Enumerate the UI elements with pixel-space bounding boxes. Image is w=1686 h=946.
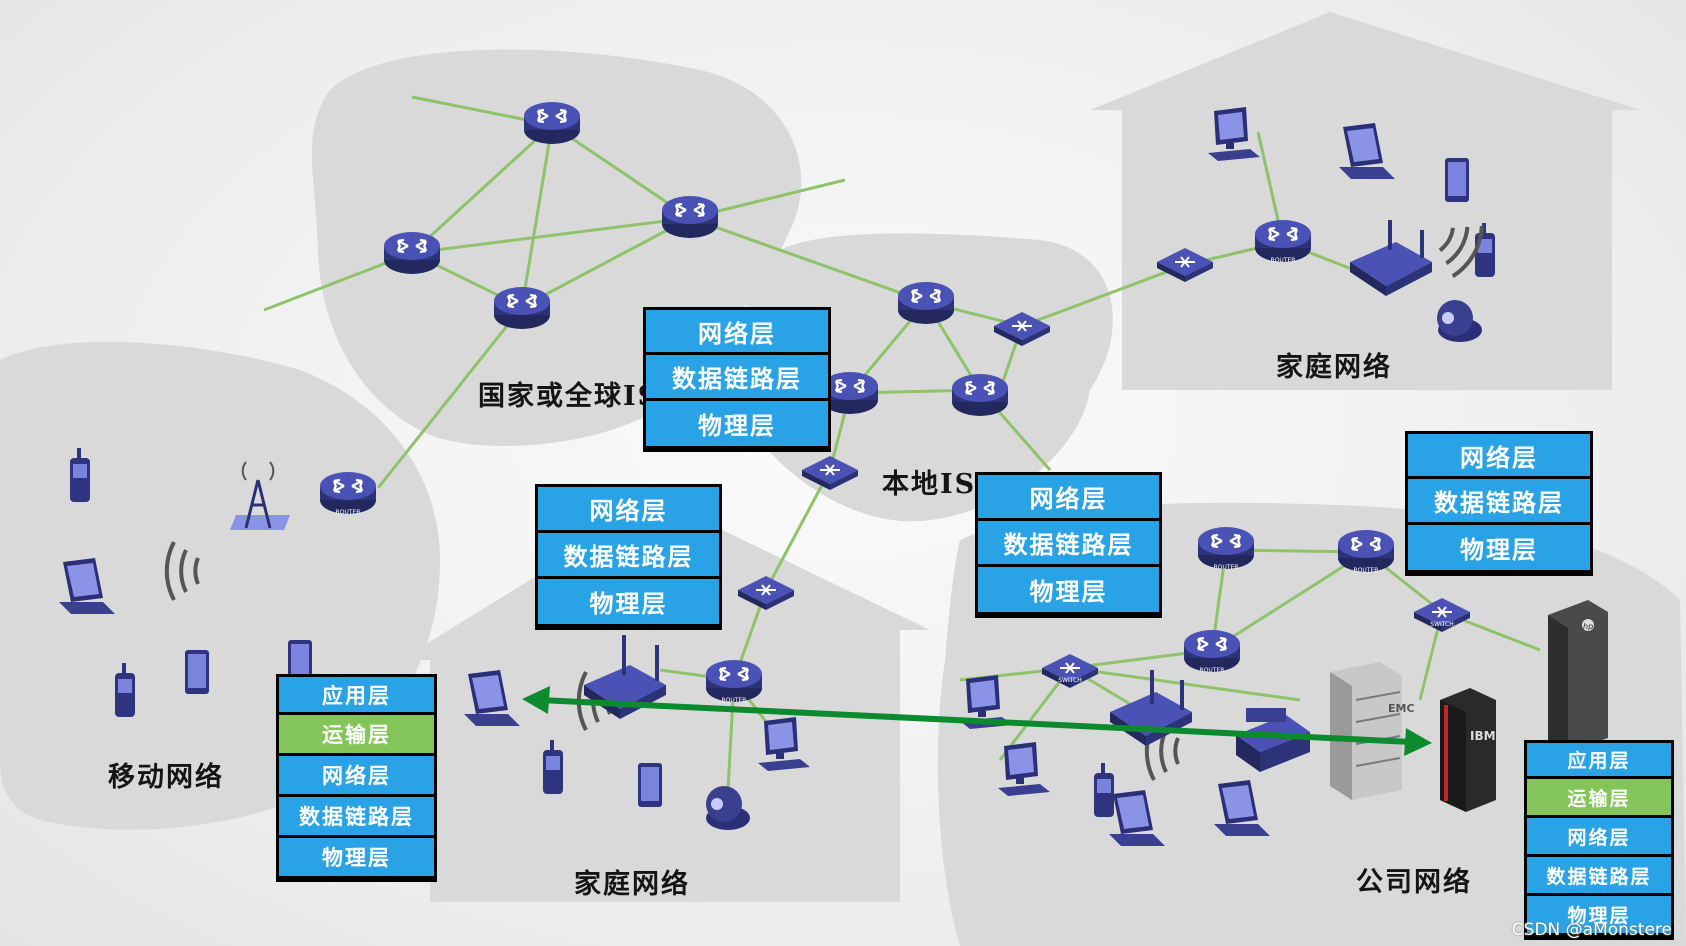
application-layer: 应用层 bbox=[279, 677, 434, 715]
hp-server-icon: hp bbox=[1548, 600, 1608, 752]
webcam-icon bbox=[1437, 300, 1482, 342]
router-icon bbox=[1182, 628, 1242, 674]
switch-tags: SWITCH SWITCH bbox=[1058, 621, 1454, 684]
data-link-layer: 数据链路层 bbox=[279, 797, 434, 838]
data-link-layer: 数据链路层 bbox=[1408, 479, 1590, 525]
end-to-end-arrow bbox=[522, 686, 1432, 756]
router-tag: ROUTER bbox=[1200, 667, 1225, 674]
webcam-icon bbox=[706, 786, 750, 830]
ibm-logo: IBM bbox=[1470, 729, 1496, 743]
data-link-layer: 数据链路层 bbox=[538, 533, 719, 579]
router-icon bbox=[704, 658, 764, 704]
watermark: CSDN @aMonstere bbox=[1511, 920, 1672, 940]
router-icon bbox=[896, 280, 956, 326]
router-stack-2: 网络层 数据链路层 物理层 bbox=[535, 484, 722, 630]
data-link-layer: 数据链路层 bbox=[978, 521, 1159, 567]
router-icon bbox=[522, 100, 582, 146]
storage-array-icon: EMC bbox=[1330, 662, 1415, 800]
data-link-layer: 数据链路层 bbox=[1527, 857, 1671, 896]
home-network-top-label: 家庭网络 bbox=[1276, 352, 1392, 383]
physical-layer: 物理层 bbox=[538, 579, 719, 624]
transport-layer: 运输层 bbox=[279, 715, 434, 756]
physical-layer: 物理层 bbox=[978, 567, 1159, 612]
mobile-devices bbox=[59, 448, 312, 717]
physical-layer: 物理层 bbox=[279, 838, 434, 876]
wireless-router-icon bbox=[1350, 220, 1432, 296]
router-icon bbox=[382, 230, 442, 276]
home-top-devices bbox=[1208, 107, 1495, 342]
router-tag: ROUTER bbox=[1354, 567, 1379, 574]
network-layer: 网络层 bbox=[1408, 434, 1590, 479]
router-tag: ROUTER bbox=[1271, 257, 1296, 264]
data-link-layer: 数据链路层 bbox=[646, 355, 828, 401]
switch-tag: SWITCH bbox=[1058, 677, 1082, 684]
router-tag: ROUTER bbox=[336, 509, 361, 516]
mobile-network-label: 移动网络 bbox=[108, 762, 224, 793]
router-stack-1: 网络层 数据链路层 物理层 bbox=[643, 307, 831, 452]
router-icon bbox=[318, 470, 378, 516]
cell-tower-icon bbox=[230, 461, 290, 530]
emc-logo: EMC bbox=[1388, 702, 1415, 715]
hp-logo: hp bbox=[1583, 622, 1593, 631]
home-network-top-region bbox=[1090, 12, 1640, 390]
network-layer: 网络层 bbox=[1527, 818, 1671, 857]
home-network-bottom-label: 家庭网络 bbox=[574, 869, 690, 900]
tablet-icon bbox=[185, 650, 209, 694]
router-tag: ROUTER bbox=[722, 697, 747, 704]
router-tag: ROUTER bbox=[1214, 564, 1239, 571]
home-network-bottom-region bbox=[400, 500, 930, 902]
physical-layer: 物理层 bbox=[646, 401, 828, 446]
router-icon bbox=[492, 285, 552, 331]
router-tags: ROUTER ROUTER ROUTER ROUTER ROUTER ROUTE… bbox=[336, 257, 1379, 704]
network-layer: 网络层 bbox=[978, 475, 1159, 521]
router-icon bbox=[660, 194, 720, 240]
transport-layer: 运输层 bbox=[1527, 779, 1671, 818]
network-layer: 网络层 bbox=[538, 487, 719, 533]
tablet-icon bbox=[1445, 158, 1469, 202]
application-layer: 应用层 bbox=[1527, 743, 1671, 779]
host-stack-left: 应用层 运输层 网络层 数据链路层 物理层 bbox=[276, 674, 437, 882]
company-devices: EMC IBM hp bbox=[960, 600, 1608, 846]
physical-layer: 物理层 bbox=[1527, 896, 1671, 933]
router-icon bbox=[1253, 218, 1313, 264]
host-stack-right: 应用层 运输层 网络层 数据链路层 物理层 bbox=[1524, 740, 1674, 940]
ibm-server-icon: IBM bbox=[1440, 688, 1496, 812]
tablet-icon bbox=[638, 763, 662, 807]
router-icon bbox=[1196, 525, 1256, 571]
network-layer: 网络层 bbox=[646, 310, 828, 355]
local-isp-region bbox=[739, 233, 1113, 522]
switch-tag: SWITCH bbox=[1430, 621, 1454, 628]
router-stack-3: 网络层 数据链路层 物理层 bbox=[975, 472, 1162, 618]
router-icon bbox=[950, 372, 1010, 418]
company-network-label: 公司网络 bbox=[1356, 867, 1472, 898]
router-icon bbox=[1336, 528, 1396, 574]
physical-layer: 物理层 bbox=[1408, 525, 1590, 570]
router-stack-4: 网络层 数据链路层 物理层 bbox=[1405, 431, 1593, 576]
network-layer: 网络层 bbox=[279, 756, 434, 797]
